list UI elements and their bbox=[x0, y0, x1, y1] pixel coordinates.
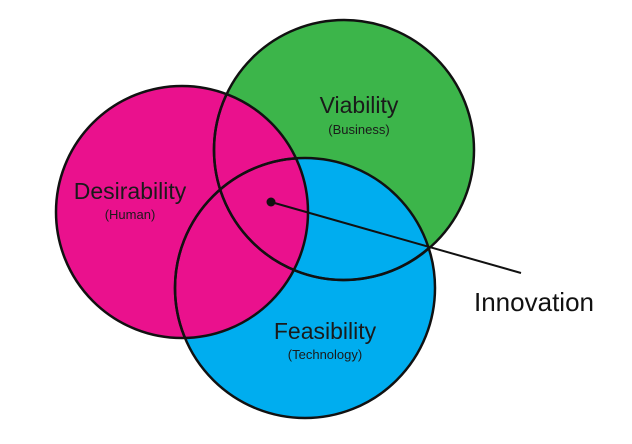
viability-label: Viability bbox=[320, 92, 399, 118]
innovation-label: Innovation bbox=[474, 287, 594, 317]
desirability-label: Desirability bbox=[74, 178, 187, 204]
viability-sublabel: (Business) bbox=[328, 122, 389, 137]
feasibility-label: Feasibility bbox=[274, 318, 377, 344]
feasibility-sublabel: (Technology) bbox=[288, 347, 362, 362]
desirability-circle bbox=[56, 86, 308, 338]
innovation-pointer-line bbox=[270, 201, 522, 274]
desirability-sublabel: (Human) bbox=[105, 207, 156, 222]
